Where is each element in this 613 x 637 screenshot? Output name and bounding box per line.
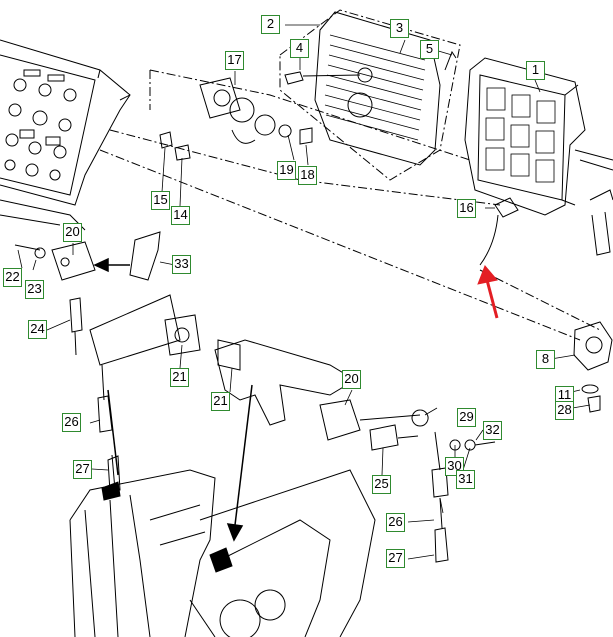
control-panel-left xyxy=(0,39,131,231)
callout-11: 11 xyxy=(555,386,574,405)
callout-15: 15 xyxy=(151,191,170,210)
leader-lines xyxy=(17,24,591,560)
callout-21b: 21 xyxy=(211,392,230,411)
dashboard-display xyxy=(464,57,586,216)
callout-20a: 20 xyxy=(63,223,82,242)
panel-knobs xyxy=(4,69,77,181)
callout-3: 3 xyxy=(390,19,409,38)
callout-20b: 20 xyxy=(342,370,361,389)
callout-14: 14 xyxy=(171,206,190,225)
callout-8: 8 xyxy=(536,350,555,369)
connector-17 xyxy=(199,77,276,144)
callout-18: 18 xyxy=(298,166,317,185)
cover-slats xyxy=(324,34,426,141)
callout-29: 29 xyxy=(457,408,476,427)
red-direction-arrow xyxy=(477,265,499,319)
callout-24: 24 xyxy=(28,320,47,339)
callout-27a: 27 xyxy=(73,460,92,479)
callout-23: 23 xyxy=(25,280,44,299)
callout-21a: 21 xyxy=(170,368,189,387)
callout-19: 19 xyxy=(277,161,296,180)
chassis-frame xyxy=(69,469,376,637)
callout-27b: 27 xyxy=(386,549,405,568)
callout-17: 17 xyxy=(225,51,244,70)
callout-26b: 26 xyxy=(386,513,405,532)
callout-32: 32 xyxy=(483,421,502,440)
callout-33: 33 xyxy=(172,255,191,274)
callout-25: 25 xyxy=(372,475,391,494)
callout-1: 1 xyxy=(526,61,545,80)
cable-routing-lines xyxy=(99,9,601,341)
steering-column xyxy=(573,149,613,413)
chassis-highlights xyxy=(101,481,233,573)
display-indicators xyxy=(485,87,556,183)
callout-31: 31 xyxy=(456,470,475,489)
pointer-arrows xyxy=(93,257,253,542)
callout-5: 5 xyxy=(420,40,439,59)
callout-28: 28 xyxy=(555,401,574,420)
slatted-cover xyxy=(314,11,441,166)
callout-22: 22 xyxy=(3,268,22,287)
callout-4: 4 xyxy=(290,39,309,58)
callout-2: 2 xyxy=(261,15,280,34)
callout-16: 16 xyxy=(457,199,476,218)
callout-26a: 26 xyxy=(62,413,81,432)
connector-parts xyxy=(159,50,519,266)
bracket-assembly-center xyxy=(214,339,496,563)
